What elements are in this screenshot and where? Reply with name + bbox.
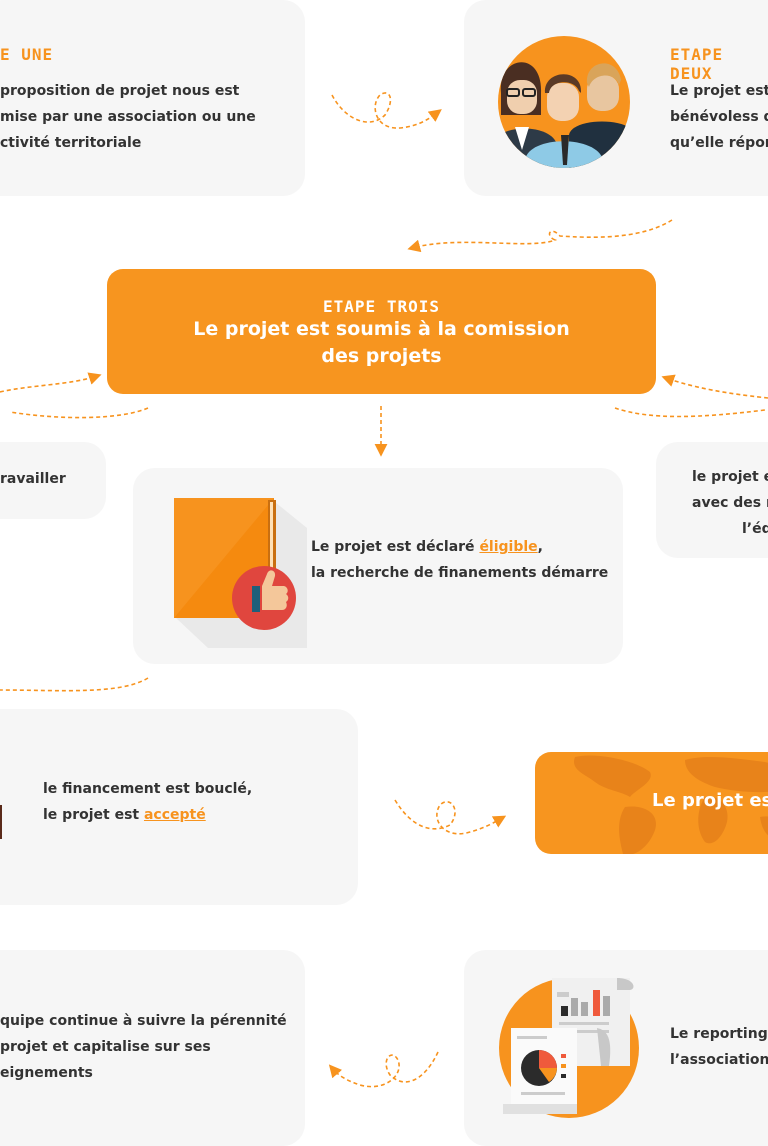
rejected-text: le projet es avec des ré l’éq — [656, 464, 768, 542]
launch-box: Le projet est — [535, 752, 768, 854]
eligible-line: Le projet est déclaré éligible, — [311, 534, 611, 560]
eligible-before: Le projet est déclaré — [311, 539, 480, 555]
funding-card — [0, 709, 358, 905]
step-one-line: mise par une association ou une — [0, 109, 256, 125]
funding-line-2: le projet est accepté — [43, 802, 343, 828]
arrow-three-right-in — [661, 374, 768, 399]
funding-icon-edge — [0, 805, 2, 839]
step-one-label: E UNE — [0, 45, 54, 64]
step-one-line: ctivité territoriale — [0, 135, 142, 151]
arrow-three-right-out — [614, 407, 766, 418]
step-three-label: ETAPE TROIS — [323, 297, 440, 316]
step-two-line: qu’elle répond — [670, 135, 768, 151]
step-two-line: bénévoless qu — [670, 109, 768, 125]
eligible-line-2: la recherche de finanements démarre — [311, 565, 609, 581]
followup-text: quipe continue à suivre la pérennité pro… — [0, 1008, 300, 1086]
reporting-line: l’association e — [670, 1052, 768, 1068]
step-two-label: ETAPE DEUX — [670, 45, 724, 83]
reporting-line: Le reporting e — [670, 1026, 768, 1042]
funding-line: le financement est bouclé, — [43, 781, 253, 797]
step-one-line: proposition de projet nous est — [0, 83, 240, 99]
arrow-three-left-out — [0, 372, 102, 393]
eligible-after: , — [537, 539, 543, 555]
step-one-text: proposition de projet nous est mise par … — [0, 78, 300, 156]
arrow-two-to-three — [407, 219, 673, 253]
report-documents-icon — [499, 978, 639, 1118]
step-three-line: des projets — [321, 345, 442, 367]
world-map-icon — [574, 755, 768, 854]
arrow-funding-to-launch — [394, 799, 507, 835]
rework-card — [0, 442, 106, 519]
funding-highlight: accepté — [143, 807, 206, 823]
reporting-text: Le reporting e l’association e — [670, 1021, 768, 1073]
step-two-line: Le projet est i — [670, 83, 768, 99]
eligible-highlight: éligible — [479, 539, 538, 555]
arrow-one-to-two — [331, 92, 442, 129]
followup-line: eignements — [0, 1065, 93, 1081]
rejected-line: l’éq — [742, 521, 768, 537]
step-three-line: Le projet est soumis à la comission — [193, 318, 570, 340]
rejected-line: le projet es — [692, 469, 768, 485]
funding-text: le financement est bouclé, le projet est… — [43, 776, 343, 828]
rework-text: ravailler — [0, 471, 66, 487]
step-three-box: ETAPE TROIS Le projet est soumis à la co… — [107, 269, 656, 394]
launch-text: Le projet est — [652, 790, 768, 811]
rejected-line: avec des ré — [692, 495, 768, 511]
rejected-card — [656, 442, 768, 558]
folder-thumbs-up-icon — [174, 498, 307, 648]
funding-before: le projet est — [43, 807, 144, 823]
arrow-eligible-to-funding — [0, 677, 149, 692]
followup-card — [0, 950, 305, 1146]
followup-line: quipe continue à suivre la pérennité — [0, 1013, 287, 1029]
followup-line: projet et capitalise sur ses — [0, 1039, 211, 1055]
arrow-reporting-to-followup — [328, 1051, 439, 1088]
team-icon — [498, 36, 630, 168]
eligible-text: Le projet est déclaré éligible, la reche… — [311, 534, 611, 586]
step-one-card — [0, 0, 305, 196]
arrow-three-left-in — [9, 407, 149, 419]
step-two-text: Le projet est i bénévoless qu qu’elle ré… — [670, 78, 768, 156]
